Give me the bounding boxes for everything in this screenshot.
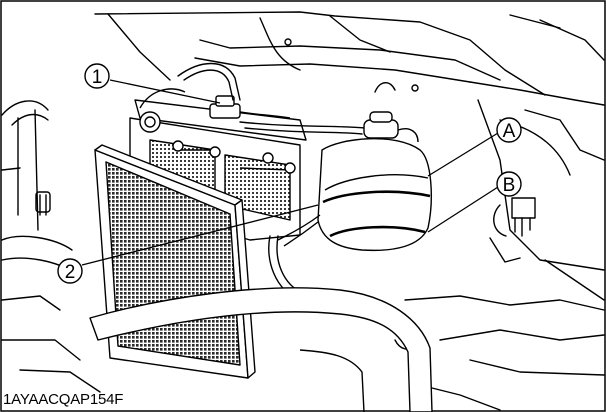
callout-2: 2 bbox=[57, 258, 83, 284]
hoses bbox=[177, 62, 396, 301]
leader-A bbox=[427, 132, 499, 177]
callout-1: 1 bbox=[84, 63, 110, 89]
reserve-tank bbox=[277, 111, 432, 252]
svg-text:B: B bbox=[503, 175, 516, 196]
svg-text:A: A bbox=[503, 121, 516, 142]
callouts: 1 2 A B bbox=[57, 63, 522, 284]
svg-text:2: 2 bbox=[65, 262, 76, 283]
lower-hose bbox=[89, 287, 433, 412]
callout-B: B bbox=[496, 171, 522, 197]
radiator-cap bbox=[209, 95, 291, 119]
leader-1 bbox=[109, 79, 221, 104]
leader-B bbox=[427, 186, 499, 233]
figure-id-label: 1AYAACQAP154F bbox=[3, 391, 124, 408]
leader-lines bbox=[81, 79, 499, 266]
svg-text:1: 1 bbox=[92, 67, 103, 88]
callout-A: A bbox=[496, 117, 522, 143]
leader-2 bbox=[81, 204, 319, 266]
